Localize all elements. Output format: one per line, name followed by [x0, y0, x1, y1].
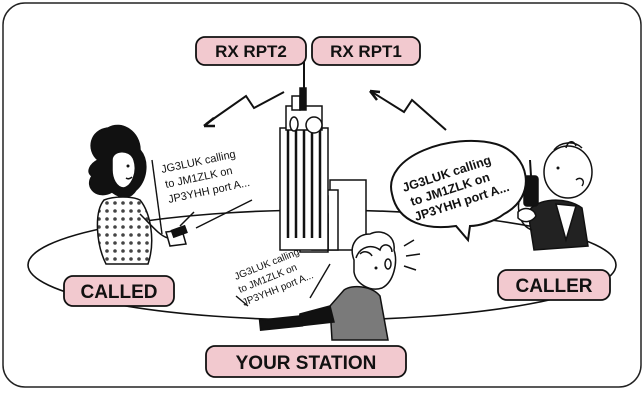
radio-wave-right — [370, 91, 446, 130]
label-your-station-text: YOUR STATION — [236, 353, 377, 374]
your-station-message: JG3LUK calling to JM1ZLK on JP3YHH port … — [233, 247, 330, 309]
called-message: JG3LUK calling to JM1ZLK on JP3YHH port … — [152, 148, 252, 234]
radio-wave-left — [204, 92, 284, 126]
caller-speech-bubble: JG3LUK calling to JM1ZLK on JP3YHH port … — [391, 141, 526, 240]
caller-person — [518, 142, 592, 250]
label-rx-rpt2-text: RX RPT2 — [215, 42, 287, 61]
label-your-station: YOUR STATION — [206, 346, 406, 377]
label-rx-rpt1: RX RPT1 — [312, 37, 420, 65]
label-rx-rpt2: RX RPT2 — [196, 37, 306, 65]
label-called-text: CALLED — [80, 282, 157, 303]
label-rx-rpt1-text: RX RPT1 — [330, 42, 402, 61]
label-called: CALLED — [64, 276, 174, 306]
label-caller: CALLER — [498, 270, 610, 300]
repeater-city — [280, 62, 366, 252]
label-caller-text: CALLER — [515, 276, 592, 297]
